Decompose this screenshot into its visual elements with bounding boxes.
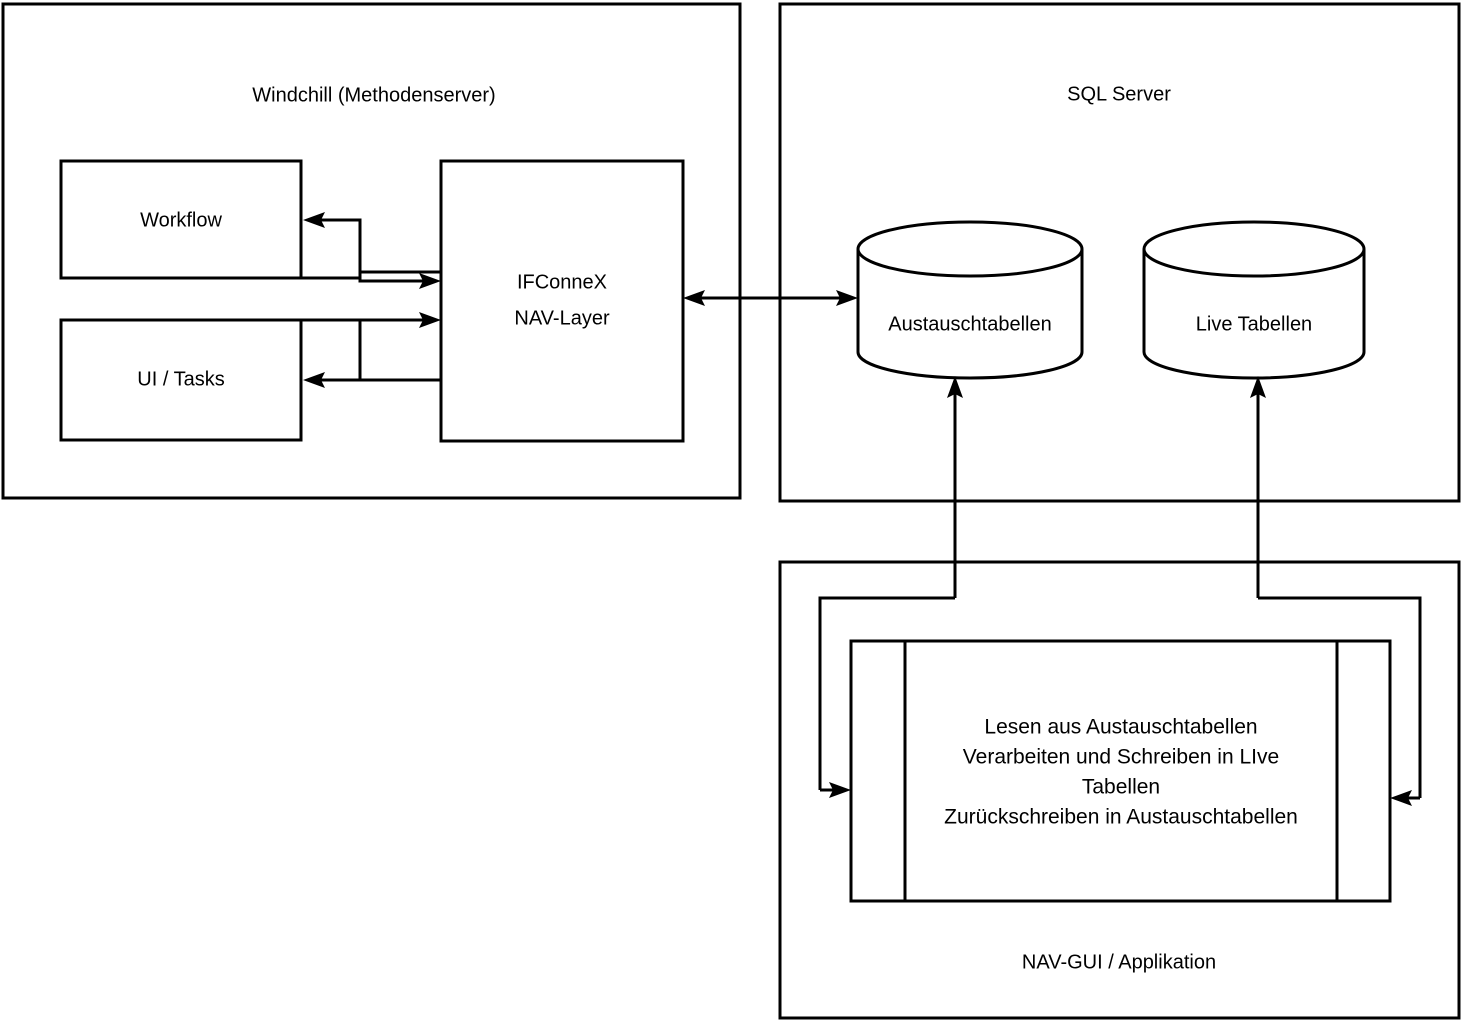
box-ui-tasks-label: UI / Tasks <box>137 368 224 390</box>
process-line-2: Verarbeiten und Schreiben in LIve <box>963 746 1279 769</box>
box-workflow-label: Workflow <box>140 209 222 231</box>
cylinder-live-tabellen-label: Live Tabellen <box>1196 313 1312 335</box>
cylinder-austauschtabellen[interactable]: Austauschtabellen <box>856 220 1084 380</box>
panel-sqlserver-label: SQL Server <box>1067 83 1171 105</box>
arrowhead-into-process-left <box>829 782 851 798</box>
cylinder-austauschtabellen-outline <box>856 249 1084 380</box>
connector-process-to-live-tabellen <box>1250 376 1422 806</box>
connector-ifconnex-to-workflow <box>303 212 441 274</box>
cylinder-live-tabellen-outline <box>1142 249 1366 380</box>
process-line-3: Tabellen <box>1082 776 1160 799</box>
process-nav-gui-border <box>849 639 1392 903</box>
panel-navgui-border <box>778 560 1461 1020</box>
panel-navgui[interactable]: NAV-GUI / Applikation <box>778 560 1461 1020</box>
process-line-4: Zurückschreiben in Austauschtabellen <box>944 806 1298 829</box>
arrowhead-up-live-tabellen <box>1250 376 1266 398</box>
panel-windchill-label: Windchill (Methodenserver) <box>252 84 495 106</box>
cylinder-live-tabellen-top <box>1142 220 1366 278</box>
cylinder-austauschtabellen-label: Austauschtabellen <box>888 313 1051 335</box>
panel-windchill-border <box>1 2 742 500</box>
panel-sqlserver[interactable]: SQL Server <box>778 2 1461 503</box>
box-ifconnex[interactable]: IFConneX NAV-Layer <box>439 159 685 443</box>
arrowhead-to-ifconnex-upper <box>419 273 441 289</box>
arrowhead-into-process-right <box>1390 790 1412 806</box>
panel-sqlserver-border <box>778 2 1461 503</box>
box-ui-tasks[interactable]: UI / Tasks <box>59 318 303 442</box>
connector-process-to-austauschtabellen <box>818 376 963 798</box>
cylinder-live-tabellen[interactable]: Live Tabellen <box>1142 220 1366 380</box>
box-workflow-border <box>59 159 303 280</box>
cylinder-austauschtabellen-top <box>856 220 1084 278</box>
connector-ui-tasks-to-ifconnex <box>301 312 441 328</box>
process-nav-gui[interactable]: Lesen aus Austauschtabellen Verarbeiten … <box>849 639 1392 903</box>
panel-windchill[interactable]: Windchill (Methodenserver) <box>1 2 742 500</box>
connector-ifconnex-austauschtabellen <box>683 290 858 306</box>
arrowhead-toward-austauschtabellen <box>836 290 858 306</box>
box-ifconnex-border <box>439 159 685 443</box>
arrowhead-toward-ifconnex <box>683 290 705 306</box>
box-ifconnex-label-line2: NAV-Layer <box>514 307 610 329</box>
arrowhead-to-workflow <box>303 212 325 228</box>
box-ui-tasks-border <box>59 318 303 442</box>
cylinder-live-tabellen-body <box>1144 249 1364 378</box>
connector-ifconnex-to-ui-tasks <box>303 372 441 388</box>
box-ifconnex-label-line1: IFConneX <box>517 271 607 293</box>
arrowhead-to-ifconnex-lower <box>419 312 441 328</box>
box-workflow[interactable]: Workflow <box>59 159 303 280</box>
arrowhead-to-ui-tasks <box>303 372 325 388</box>
process-line-1: Lesen aus Austauschtabellen <box>984 716 1257 739</box>
panel-navgui-label: NAV-GUI / Applikation <box>1022 951 1216 973</box>
cylinder-austauschtabellen-body <box>858 249 1082 378</box>
connector-workflow-to-ifconnex <box>301 273 441 289</box>
arrowhead-up-austauschtabellen <box>947 376 963 398</box>
